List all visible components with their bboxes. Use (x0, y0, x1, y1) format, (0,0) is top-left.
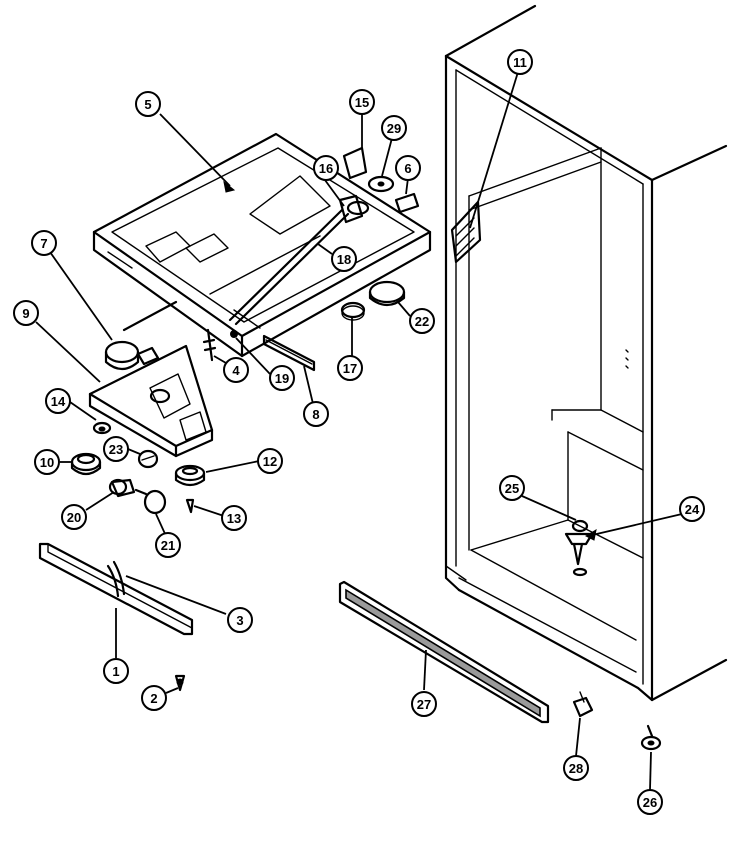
svg-text:17: 17 (343, 361, 357, 376)
callout-18: 18 (331, 246, 357, 272)
svg-text:16: 16 (319, 161, 333, 176)
leveling-legs (572, 691, 662, 751)
small-fasteners (202, 328, 316, 372)
svg-text:23: 23 (109, 442, 123, 457)
knob-and-socket-parts (70, 421, 206, 515)
svg-text:11: 11 (513, 55, 527, 70)
thermostat-assembly (88, 300, 214, 458)
callout-5: 5 (135, 91, 161, 117)
callout-16: 16 (313, 155, 339, 181)
svg-text:26: 26 (643, 795, 657, 810)
callout-29: 29 (381, 115, 407, 141)
svg-text:21: 21 (161, 538, 175, 553)
callout-17: 17 (337, 355, 363, 381)
callout-26: 26 (637, 789, 663, 815)
callout-19: 19 (269, 365, 295, 391)
svg-text:19: 19 (275, 371, 289, 386)
callout-6: 6 (395, 155, 421, 181)
svg-text:28: 28 (569, 761, 583, 776)
callout-20: 20 (61, 504, 87, 530)
leader-lines (35, 71, 683, 791)
callout-2: 2 (141, 685, 167, 711)
svg-text:7: 7 (40, 236, 47, 251)
grille (338, 580, 550, 724)
svg-text:8: 8 (312, 407, 319, 422)
callout-28: 28 (563, 755, 589, 781)
svg-text:6: 6 (404, 161, 411, 176)
svg-text:15: 15 (355, 95, 369, 110)
svg-text:25: 25 (505, 481, 519, 496)
callout-1: 1 (103, 658, 129, 684)
svg-text:9: 9 (22, 306, 29, 321)
svg-text:5: 5 (144, 97, 151, 112)
callout-24: 24 (679, 496, 705, 522)
callout-23: 23 (103, 436, 129, 462)
svg-text:24: 24 (685, 502, 700, 517)
callout-15: 15 (349, 89, 375, 115)
callout-14: 14 (45, 388, 71, 414)
callout-8: 8 (303, 401, 329, 427)
svg-text:20: 20 (67, 510, 81, 525)
callout-9: 9 (13, 300, 39, 326)
svg-text:3: 3 (236, 613, 243, 628)
callout-12: 12 (257, 448, 283, 474)
svg-text:27: 27 (417, 697, 431, 712)
control-housing (92, 132, 432, 358)
refrigerator-cabinet (444, 4, 728, 702)
callout-25: 25 (499, 475, 525, 501)
callout-10: 10 (34, 449, 60, 475)
callout-4: 4 (223, 357, 249, 383)
callout-21: 21 (155, 532, 181, 558)
shelf-support (564, 519, 594, 577)
svg-text:22: 22 (415, 314, 429, 329)
callout-11: 11 (507, 49, 533, 75)
callout-22: 22 (409, 308, 435, 334)
svg-text:4: 4 (232, 363, 240, 378)
svg-text:2: 2 (150, 691, 157, 706)
callout-3: 3 (227, 607, 253, 633)
svg-text:29: 29 (387, 121, 401, 136)
callout-7: 7 (31, 230, 57, 256)
callout-27: 27 (411, 691, 437, 717)
svg-text:10: 10 (40, 455, 54, 470)
svg-text:18: 18 (337, 252, 351, 267)
svg-text:13: 13 (227, 511, 241, 526)
svg-text:12: 12 (263, 454, 277, 469)
callout-13: 13 (221, 505, 247, 531)
svg-text:1: 1 (112, 664, 119, 679)
light-lens-parts (340, 280, 406, 321)
svg-text:14: 14 (51, 394, 66, 409)
bottom-bracket (38, 542, 194, 692)
